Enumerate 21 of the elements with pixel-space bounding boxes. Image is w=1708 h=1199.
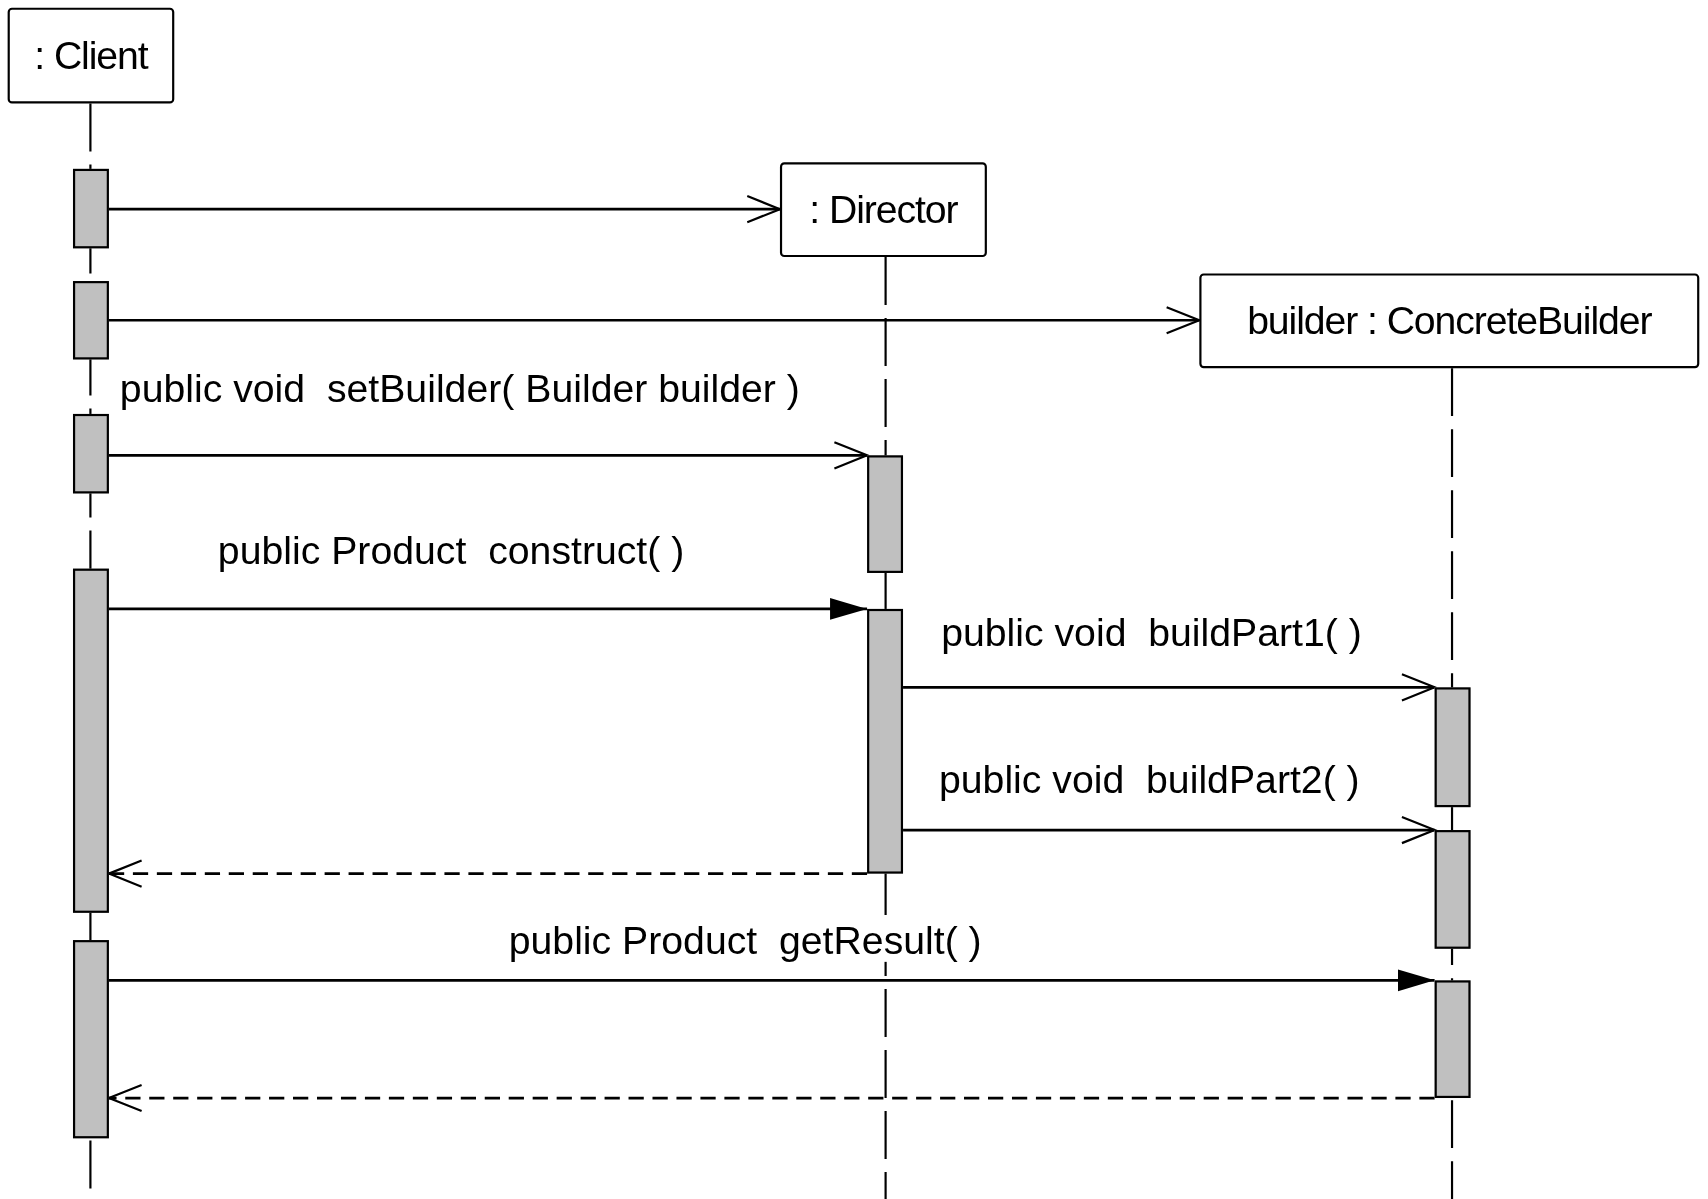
activation-bar [867,455,904,573]
activation-bar [1434,830,1471,949]
return-arrow [107,1083,1435,1113]
message-arrow [108,441,869,470]
activation-bar [1434,687,1471,808]
object-box: builder : ConcreteBuilder [1199,273,1700,369]
message-arrow [903,815,1436,845]
message-arrow [108,598,868,620]
object-box: : Director [779,162,987,258]
activation-bar [73,413,109,494]
activation-bar [73,568,109,913]
message-arrow [108,306,1201,335]
object-box: : Client [7,7,175,104]
activation-bar [73,940,109,1139]
message-arrow [903,673,1436,702]
activation-bar [867,608,904,874]
activation-bar [1434,980,1471,1098]
activation-bar [73,281,109,360]
activation-bar [73,168,109,249]
return-arrow [107,859,868,888]
message-arrow [108,969,1435,992]
